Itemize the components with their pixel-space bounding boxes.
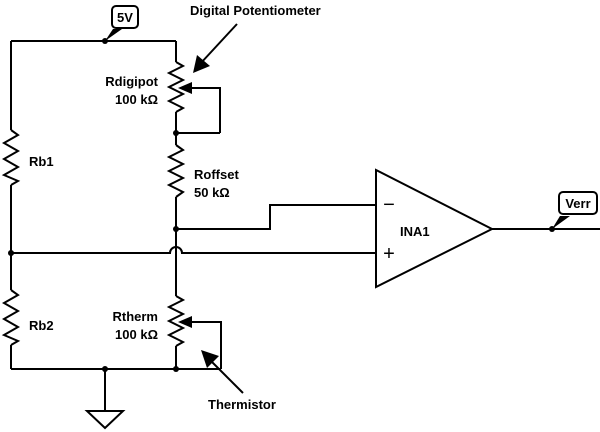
digipot-pointer-line xyxy=(199,23,238,65)
rdigipot-resistor xyxy=(166,61,186,113)
supply-tag-pointer xyxy=(105,29,122,41)
rdigipot-label: Rdigipot xyxy=(105,74,158,89)
roffset-resistor xyxy=(166,144,186,198)
junction-dot xyxy=(173,366,179,372)
ina1-inverting-sign: − xyxy=(383,194,395,216)
ina1-noninverting-sign: + xyxy=(383,243,395,265)
thermistor-pointer-line xyxy=(207,357,244,394)
output-net-label: Verr xyxy=(565,196,590,211)
ina1-amplifier-symbol xyxy=(375,168,495,289)
thermistor-pointer-arrow-icon xyxy=(201,350,219,368)
rdigipot-value: 100 kΩ xyxy=(115,92,158,107)
rtherm-wiper-arrow-icon xyxy=(178,316,192,328)
rb2-resistor xyxy=(1,289,21,346)
noninverting-input-wire xyxy=(11,246,376,254)
digipot-annotation: Digital Potentiometer xyxy=(190,3,321,18)
junction-dot xyxy=(8,250,14,256)
rdigipot-wiper-arrow-icon xyxy=(178,82,192,94)
rtherm-value: 100 kΩ xyxy=(115,327,158,342)
rtherm-resistor xyxy=(166,295,186,347)
rb1-resistor xyxy=(1,129,21,186)
junction-dot xyxy=(173,130,179,136)
thermistor-annotation: Thermistor xyxy=(208,397,276,412)
roffset-value: 50 kΩ xyxy=(194,185,230,200)
roffset-label: Roffset xyxy=(194,167,239,182)
rdigipot-wiper-loop xyxy=(176,87,221,134)
output-tag-pointer xyxy=(552,216,570,229)
ina1-label: INA1 xyxy=(400,224,430,239)
supply-net-tag xyxy=(111,5,139,29)
ground-icon xyxy=(84,410,126,430)
rtherm-label: Rtherm xyxy=(112,309,158,324)
rb1-label: Rb1 xyxy=(29,154,54,169)
inverting-input-wire xyxy=(176,204,376,230)
rtherm-wiper-loop xyxy=(188,321,222,369)
output-net-tag xyxy=(558,191,598,215)
digipot-pointer-arrow-icon xyxy=(193,55,210,73)
rb2-label: Rb2 xyxy=(29,318,54,333)
supply-net-label: 5V xyxy=(117,10,133,25)
